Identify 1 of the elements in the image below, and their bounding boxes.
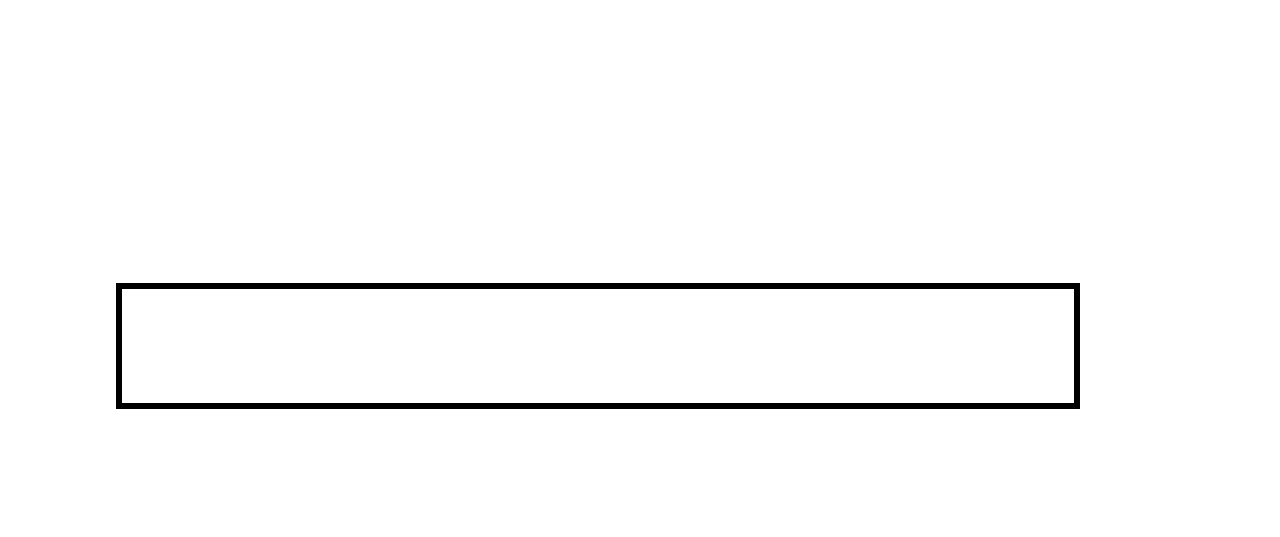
box-shape: [116, 283, 1080, 409]
